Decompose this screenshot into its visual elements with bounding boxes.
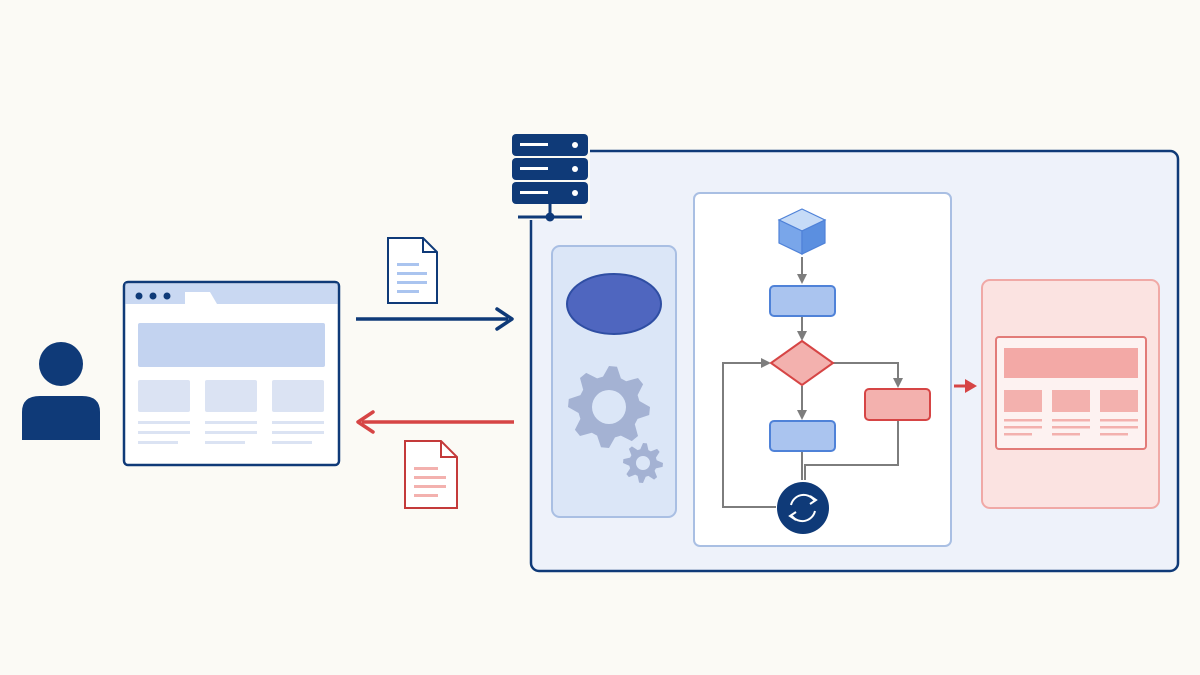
- alternate-step-box: [864, 388, 931, 421]
- browser-hero-block: [138, 323, 325, 367]
- cube-icon: [777, 208, 827, 255]
- server-stack-icon: [508, 130, 590, 222]
- request-arrow: [356, 307, 514, 331]
- gear-icon-small: [623, 443, 663, 483]
- decision-diamond: [769, 339, 835, 387]
- browser-text-lines: [138, 421, 324, 444]
- user-icon: [22, 342, 100, 440]
- browser-card: [138, 380, 190, 412]
- process-step-box: [769, 420, 836, 452]
- data-node: [566, 273, 662, 335]
- gear-icon-large: [568, 366, 650, 448]
- browser-window-icon: [122, 280, 341, 467]
- process-step-box: [769, 285, 836, 317]
- webpage-icon: [995, 336, 1147, 450]
- window-dot: [163, 292, 171, 300]
- output-arrow: [954, 379, 977, 393]
- browser-card: [205, 380, 257, 412]
- request-document-icon: [387, 237, 438, 304]
- window-dot: [149, 292, 157, 300]
- flow-connectors: [722, 257, 903, 508]
- window-dot: [135, 292, 143, 300]
- refresh-icon: [777, 482, 829, 534]
- gear-icons: [568, 366, 663, 483]
- response-arrow: [356, 410, 514, 434]
- browser-card: [272, 380, 324, 412]
- response-document-icon: [404, 440, 458, 509]
